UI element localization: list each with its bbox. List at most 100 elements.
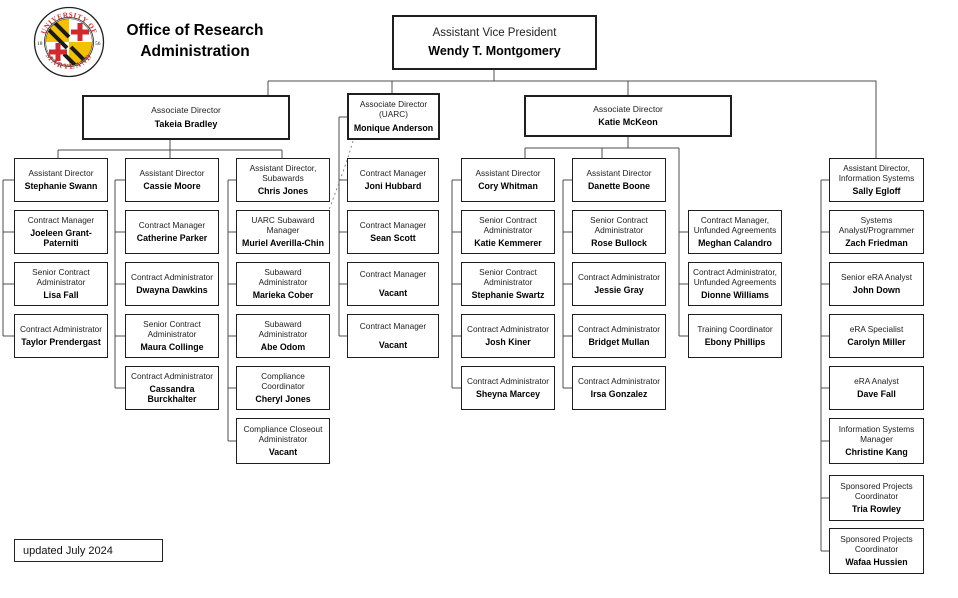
person-name: Vacant — [378, 287, 408, 298]
org-box-john-down: Senior eRA Analyst John Down — [829, 262, 924, 306]
person-name: Cassandra Burckhalter — [147, 384, 197, 405]
person-name: Stephanie Swann — [24, 181, 98, 192]
role-title: Assistant Director — [586, 167, 652, 178]
person-name: Chris Jones — [257, 186, 309, 197]
org-box-marieka-cober: Subaward Administrator Marieka Cober — [236, 262, 330, 306]
person-name: Ebony Phillips — [704, 337, 766, 348]
person-name: Dave Fall — [857, 389, 896, 400]
org-box-sheyna-marcey: Contract Administrator Sheyna Marcey — [461, 366, 555, 410]
page-title-line2: Administration — [140, 43, 250, 60]
role-title: Associate Director — [359, 99, 428, 110]
role-title: Contract Manager — [359, 321, 427, 332]
role-title: Subaward Administrator — [258, 318, 308, 339]
page-title: Office of Research Administration — [98, 20, 292, 62]
org-box-cassandra-burckhalter: Contract Administrator Cassandra Burckha… — [125, 366, 219, 410]
role-title: Contract Administrator — [577, 323, 661, 334]
org-box-carolyn-miller: eRA Specialist Carolyn Miller — [829, 314, 924, 358]
org-box-irsa-gonzalez: Contract Administrator Irsa Gonzalez — [572, 366, 666, 410]
org-box-stephanie-swartz: Senior Contract Administrator Stephanie … — [461, 262, 555, 306]
role-title: eRA Specialist — [849, 323, 904, 334]
org-box-joeleen-grant-paterniti: Contract Manager Joeleen Grant-Paterniti — [14, 210, 108, 254]
person-name: Christine Kang — [845, 447, 908, 458]
person-name: John Down — [852, 285, 901, 296]
person-name: Lisa Fall — [43, 290, 79, 301]
org-box-sean-scott: Contract Manager Sean Scott — [347, 210, 439, 254]
person-name: Monique Anderson — [353, 122, 434, 133]
org-box-zach-friedman: Systems Analyst/Programmer Zach Friedman — [829, 210, 924, 254]
role-title: Senior Contract Administrator — [479, 266, 537, 287]
org-box-cheryl-jones: Compliance Coordinator Cheryl Jones — [236, 366, 330, 410]
org-box-sally-egloff: Assistant Director, Information Systems … — [829, 158, 924, 202]
person-name: Wendy T. Montgomery — [428, 44, 561, 58]
role-title: Contract Manager — [138, 219, 206, 230]
person-name: Irsa Gonzalez — [590, 389, 648, 400]
seal-year-left: 18 — [37, 41, 43, 47]
person-name: Maura Collinge — [140, 342, 204, 353]
role-title: Contract Manager, Unfunded Agreements — [693, 214, 777, 235]
org-box-meghan-calandro: Contract Manager, Unfunded Agreements Me… — [688, 210, 782, 254]
role-title: Contract Manager — [27, 214, 95, 225]
org-box-stephanie-swann: Assistant Director Stephanie Swann — [14, 158, 108, 202]
org-box-muriel-averilla-chin: UARC Subaward Manager Muriel Averilla-Ch… — [236, 210, 330, 254]
page-title-line1: Office of Research — [126, 22, 264, 39]
org-box-christine-kang: Information Systems Manager Christine Ka… — [829, 418, 924, 464]
person-name: Zach Friedman — [845, 238, 908, 249]
role-title: Compliance Closeout Administrator — [243, 423, 323, 444]
role-title: UARC Subaward Manager — [251, 214, 315, 235]
role-title: eRA Analyst — [854, 375, 899, 386]
org-box-wendy-montgomery: Assistant Vice President Wendy T. Montgo… — [392, 15, 597, 70]
role-title: Contract Administrator — [19, 323, 103, 334]
role-title: Assistant Director — [475, 167, 541, 178]
org-box-maura-collinge: Senior Contract Administrator Maura Coll… — [125, 314, 219, 358]
role-title: Sponsored Projects Coordinator — [840, 533, 913, 554]
org-box-abe-odom: Subaward Administrator Abe Odom — [236, 314, 330, 358]
role-title: Assistant Director — [139, 167, 205, 178]
person-name: Cassie Moore — [143, 181, 201, 192]
updated-date-box: updated July 2024 — [14, 539, 163, 562]
org-box-dwayna-dawkins: Contract Administrator Dwayna Dawkins — [125, 262, 219, 306]
role-title: Contract Administrator — [130, 370, 214, 381]
role-title: Sponsored Projects Coordinator — [840, 480, 913, 501]
role-title: Senior Contract Administrator — [32, 266, 90, 287]
role-title: Contract Administrator — [577, 271, 661, 282]
org-box-compliance-closeout-vacant: Compliance Closeout Administrator Vacant — [236, 418, 330, 464]
person-name: Marieka Cober — [252, 290, 314, 301]
person-name: Danette Boone — [587, 181, 651, 192]
org-box-jessie-gray: Contract Administrator Jessie Gray — [572, 262, 666, 306]
person-name: Dwayna Dawkins — [136, 285, 208, 296]
person-name: Meghan Calandro — [698, 238, 772, 249]
person-name: Sally Egloff — [852, 186, 901, 197]
org-box-rose-bullock: Senior Contract Administrator Rose Bullo… — [572, 210, 666, 254]
role-title: Contract Manager — [359, 269, 427, 280]
role-title: Senior eRA Analyst — [840, 271, 913, 282]
person-name: Bridget Mullan — [588, 337, 650, 348]
org-box-dionne-williams: Contract Administrator, Unfunded Agreeme… — [688, 262, 782, 306]
org-box-wafaa-hussien: Sponsored Projects Coordinator Wafaa Hus… — [829, 528, 924, 574]
person-name: Dionne Williams — [701, 290, 769, 301]
person-name: Stephanie Swartz — [471, 290, 545, 301]
updated-date-label: updated July 2024 — [23, 544, 113, 557]
org-box-cassie-moore: Assistant Director Cassie Moore — [125, 158, 219, 202]
org-box-chris-jones: Assistant Director, Subawards Chris Jone… — [236, 158, 330, 202]
org-box-monique-anderson: Associate Director (UARC) Monique Anders… — [347, 93, 440, 140]
role-title: Senior Contract Administrator — [590, 214, 648, 235]
role-title: Compliance Coordinator — [261, 370, 305, 391]
org-box-contract-manager-vacant-1: Contract Manager Vacant — [347, 262, 439, 306]
person-name: Muriel Averilla-Chin — [242, 238, 324, 249]
org-box-taylor-prendergast: Contract Administrator Taylor Prendergas… — [14, 314, 108, 358]
person-name: Wafaa Hussien — [845, 557, 908, 568]
role-title: Assistant Director, Subawards — [249, 162, 317, 183]
role-title: Contract Manager — [359, 167, 427, 178]
role-title: Contract Manager — [359, 219, 427, 230]
org-box-joni-hubbard: Contract Manager Joni Hubbard — [347, 158, 439, 202]
seal-year-right: 56 — [95, 41, 101, 47]
role-title: Systems Analyst/Programmer — [838, 214, 915, 235]
person-name: Vacant — [378, 339, 408, 350]
person-name: Joeleen Grant-Paterniti — [30, 228, 92, 249]
org-box-lisa-fall: Senior Contract Administrator Lisa Fall — [14, 262, 108, 306]
role-title: Assistant Vice President — [432, 27, 557, 39]
role-title: Subaward Administrator — [258, 266, 308, 287]
person-name: Josh Kiner — [485, 337, 531, 348]
person-name: Carolyn Miller — [847, 337, 906, 348]
